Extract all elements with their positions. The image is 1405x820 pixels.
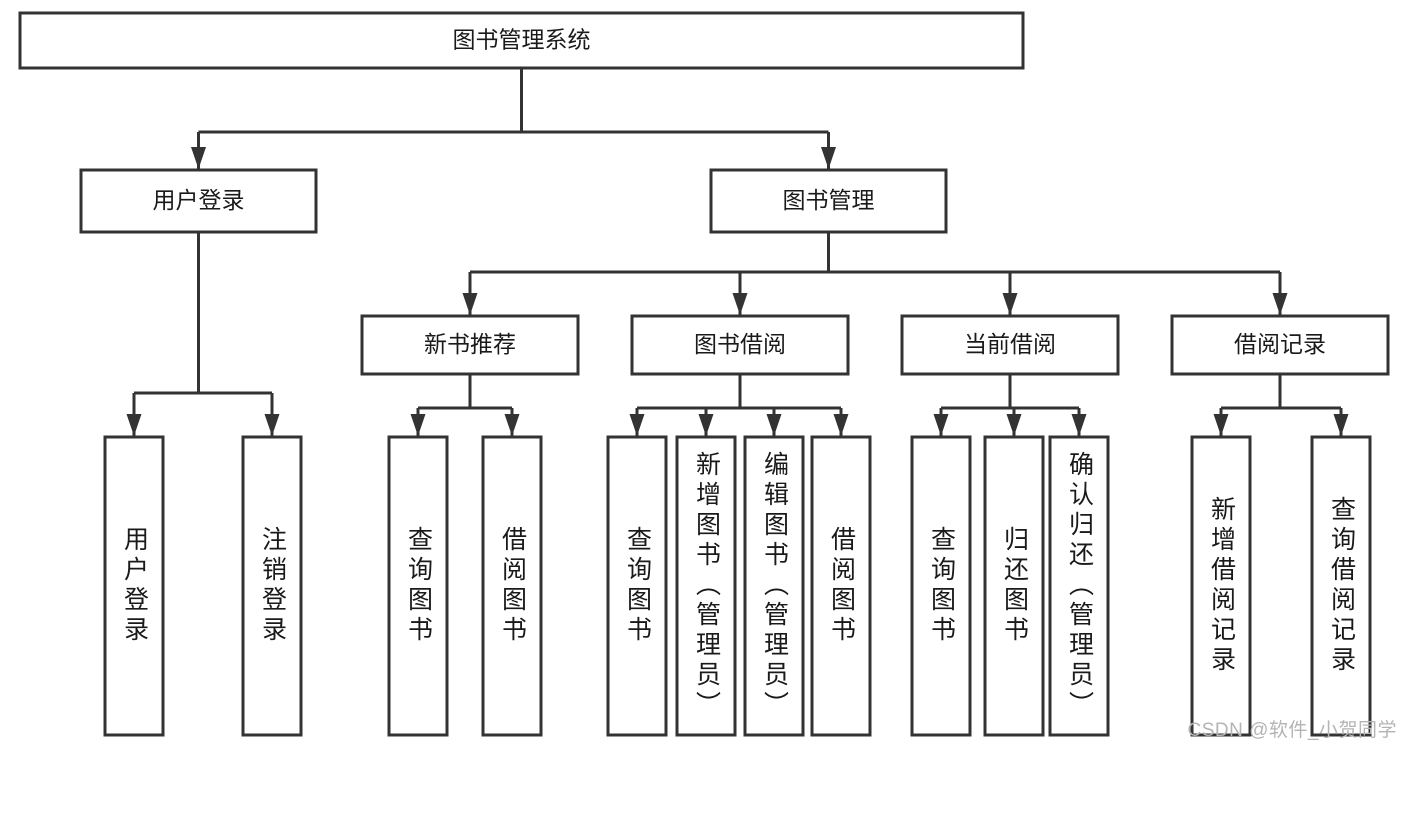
node-level2-label-0: 用户登录 — [153, 187, 245, 213]
node-level3-label-3: 借阅记录 — [1234, 331, 1326, 357]
group-图书借阅-to-leaves-arrow-2 — [766, 414, 782, 436]
node-leaf-4-rect[interactable] — [606, 435, 668, 737]
node-leaf-11-rect[interactable] — [1190, 435, 1252, 737]
node-level3-当前借阅[interactable]: 当前借阅 — [900, 314, 1120, 376]
node-leaf-4-查询图书[interactable] — [606, 435, 668, 737]
node-leaf-1-注销登录[interactable] — [241, 435, 303, 737]
book-mgmt-to-level3-arrow-2 — [1002, 293, 1018, 315]
book-mgmt-to-level3-arrow-1 — [732, 293, 748, 315]
csdn-watermark: CSDN @软件_小贺同学 — [1187, 720, 1397, 741]
node-leaf-5-新增图书管理员[interactable] — [675, 435, 737, 737]
node-level3-新书推荐-rect[interactable] — [360, 314, 580, 376]
group-借阅记录-to-leaves-arrow-1 — [1333, 414, 1349, 436]
user-login-to-leaves-arrow-0 — [126, 414, 142, 436]
node-leaf-3-借阅图书[interactable] — [481, 435, 543, 737]
node-leaf-5-rect[interactable] — [675, 435, 737, 737]
node-leaf-9-rect[interactable] — [983, 435, 1045, 737]
group-借阅记录-to-leaves-arrow-0 — [1213, 414, 1229, 436]
node-leaf-7-借阅图书[interactable] — [810, 435, 872, 737]
node-root-label: 图书管理系统 — [453, 27, 591, 53]
node-root-图书管理系统[interactable]: 图书管理系统 — [18, 11, 1025, 70]
node-leaf-8-查询图书[interactable] — [910, 435, 972, 737]
node-leaf-12-rect[interactable] — [1310, 435, 1372, 737]
book-mgmt-to-level3-arrow-3 — [1272, 293, 1288, 315]
group-新书推荐-to-leaves-arrow-0 — [410, 414, 426, 436]
node-level3-当前借阅-rect[interactable] — [900, 314, 1120, 376]
node-leaf-6-编辑图书管理员[interactable] — [743, 435, 805, 737]
node-leaf-11-新增借阅记录[interactable] — [1190, 435, 1252, 737]
group-当前借阅-to-leaves-arrow-0 — [933, 414, 949, 436]
node-level3-借阅记录-rect[interactable] — [1170, 314, 1390, 376]
diagram-canvas: 图书管理系统用户登录图书管理新书推荐图书借阅当前借阅借阅记录 用户登录注销登录查… — [18, 11, 1397, 741]
node-level2-用户登录[interactable]: 用户登录 — [79, 168, 318, 234]
group-新书推荐-to-leaves-arrow-1 — [504, 414, 520, 436]
node-leaf-6-rect[interactable] — [743, 435, 805, 737]
node-level3-图书借阅[interactable]: 图书借阅 — [630, 314, 850, 376]
node-leaf-2-rect[interactable] — [387, 435, 449, 737]
root-to-level2-arrow-1 — [821, 147, 836, 169]
group-当前借阅-to-leaves-arrow-2 — [1071, 414, 1087, 436]
group-图书借阅-to-leaves-arrow-3 — [833, 414, 849, 436]
node-leaf-2-查询图书[interactable] — [387, 435, 449, 737]
group-当前借阅-to-leaves-arrow-1 — [1006, 414, 1022, 436]
node-level3-图书借阅-rect[interactable] — [630, 314, 850, 376]
node-leaf-9-归还图书[interactable] — [983, 435, 1045, 737]
node-level2-用户登录-rect[interactable] — [79, 168, 318, 234]
node-leaf-0-用户登录[interactable] — [103, 435, 165, 737]
node-leaf-10-确认归还管理员[interactable] — [1048, 435, 1110, 737]
node-level3-借阅记录[interactable]: 借阅记录 — [1170, 314, 1390, 376]
node-leaf-8-rect[interactable] — [910, 435, 972, 737]
node-level2-图书管理[interactable]: 图书管理 — [709, 168, 948, 234]
node-leaf-3-rect[interactable] — [481, 435, 543, 737]
node-root-图书管理系统-rect[interactable] — [18, 11, 1025, 70]
book-mgmt-to-level3-arrow-0 — [462, 293, 478, 315]
node-leaf-12-查询借阅记录[interactable] — [1310, 435, 1372, 737]
node-level3-label-2: 当前借阅 — [964, 331, 1056, 357]
node-level3-label-0: 新书推荐 — [424, 331, 516, 357]
node-leaf-0-rect[interactable] — [103, 435, 165, 737]
node-level2-label-1: 图书管理 — [783, 187, 875, 213]
node-leaf-1-rect[interactable] — [241, 435, 303, 737]
group-图书借阅-to-leaves-arrow-0 — [629, 414, 645, 436]
node-level2-图书管理-rect[interactable] — [709, 168, 948, 234]
node-level3-新书推荐[interactable]: 新书推荐 — [360, 314, 580, 376]
node-leaf-7-rect[interactable] — [810, 435, 872, 737]
node-level3-label-1: 图书借阅 — [694, 331, 786, 357]
root-to-level2-arrow-0 — [191, 147, 206, 169]
user-login-to-leaves-arrow-1 — [264, 414, 280, 436]
node-leaf-10-rect[interactable] — [1048, 435, 1110, 737]
group-图书借阅-to-leaves-arrow-1 — [698, 414, 714, 436]
